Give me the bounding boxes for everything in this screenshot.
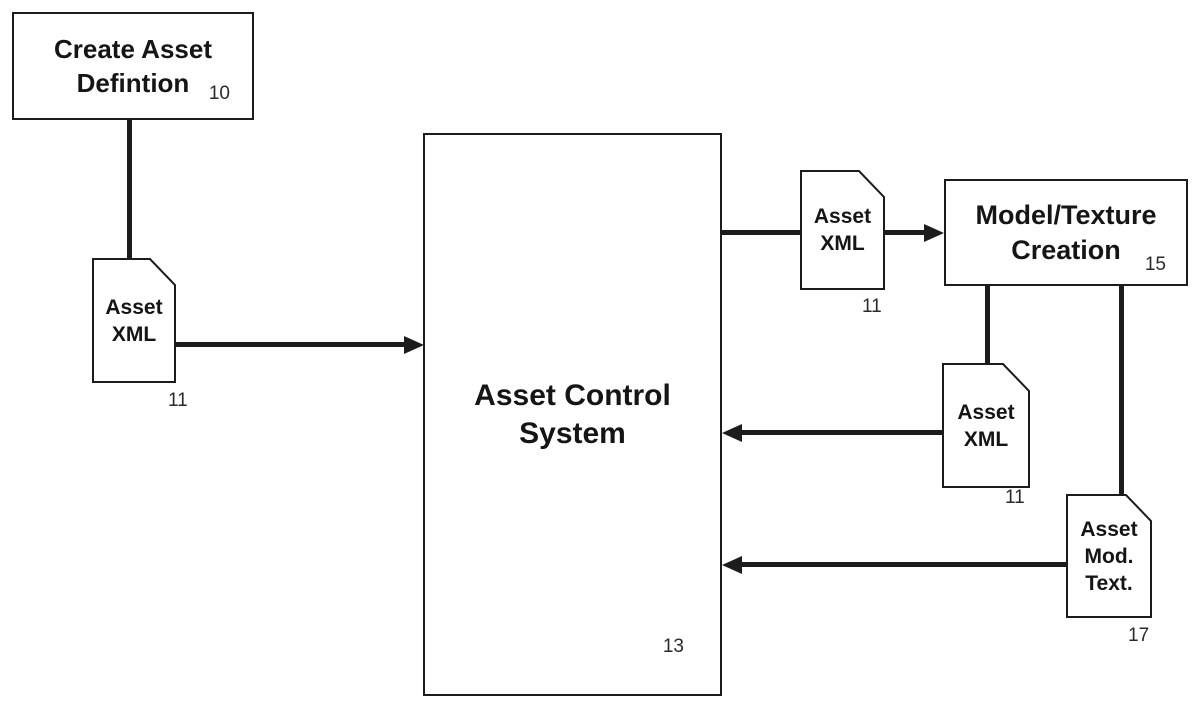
node-title-line1: Model/Texture	[975, 199, 1157, 230]
doc-label-line1: Asset	[105, 295, 163, 319]
connector-doc1-to-acs	[176, 342, 405, 347]
doc-asset-mod-text: Asset Mod. Text.	[1066, 494, 1152, 618]
doc-label-line3: Text.	[1085, 571, 1133, 595]
doc-label-line2: XML	[820, 232, 865, 255]
node-title-line2: System	[519, 416, 626, 450]
ref-label-11: 11	[862, 296, 882, 317]
document-icon	[1066, 494, 1152, 618]
doc-label: Asset XML	[942, 363, 1030, 488]
node-title-line2: Creation	[1011, 234, 1121, 265]
arrowhead-left-icon	[722, 556, 742, 574]
connector-doc2-to-model-texture	[885, 230, 925, 235]
node-title: Asset Control System	[474, 377, 671, 453]
doc-asset-xml-left: Asset XML	[92, 258, 176, 383]
connector-create-asset-to-doc1	[127, 119, 132, 259]
node-create-asset-definition: Create Asset Defintion 10	[12, 12, 254, 120]
node-title-line1: Asset Control	[474, 378, 671, 412]
arrowhead-left-icon	[722, 424, 742, 442]
doc-label: Asset XML	[92, 258, 176, 383]
node-title-line1: Create Asset	[53, 34, 212, 64]
connector-doc3-to-acs	[742, 430, 943, 435]
connector-acs-to-doc2	[722, 230, 800, 235]
connector-model-texture-to-doc3	[985, 285, 990, 364]
connector-model-texture-to-doc4	[1119, 285, 1124, 495]
doc-label: Asset XML	[800, 170, 885, 290]
document-icon	[92, 258, 176, 383]
doc-label-line2: XML	[963, 427, 1009, 451]
document-icon	[800, 170, 885, 290]
node-title: Create Asset Defintion	[54, 32, 212, 100]
doc-label-line2: XML	[111, 322, 157, 346]
ref-label-17: 17	[1128, 625, 1150, 646]
ref-label-15: 15	[1144, 254, 1166, 275]
arrowhead-right-icon	[924, 224, 944, 242]
node-title-line2: Defintion	[76, 68, 190, 98]
ref-label-10: 10	[208, 83, 230, 104]
doc-label: Asset Mod. Text.	[1066, 494, 1152, 618]
ref-label-13: 13	[662, 636, 684, 657]
doc-label-line2: Mod.	[1084, 544, 1134, 568]
node-model-texture-creation: Model/Texture Creation 15	[944, 179, 1188, 286]
doc-label-line1: Asset	[957, 400, 1015, 424]
doc-asset-xml-middle-right: Asset XML	[942, 363, 1030, 488]
node-asset-control-system: Asset Control System 13	[423, 133, 722, 696]
ref-label-11: 11	[1005, 487, 1025, 508]
connector-doc4-to-acs	[742, 562, 1067, 567]
doc-label-line1: Asset	[1080, 517, 1138, 541]
arrowhead-right-icon	[404, 336, 424, 354]
doc-label-line1: Asset	[813, 205, 872, 228]
node-title: Model/Texture Creation	[975, 198, 1156, 268]
ref-label-11: 11	[168, 390, 188, 411]
document-icon	[942, 363, 1030, 488]
doc-asset-xml-top-right: Asset XML	[800, 170, 885, 290]
